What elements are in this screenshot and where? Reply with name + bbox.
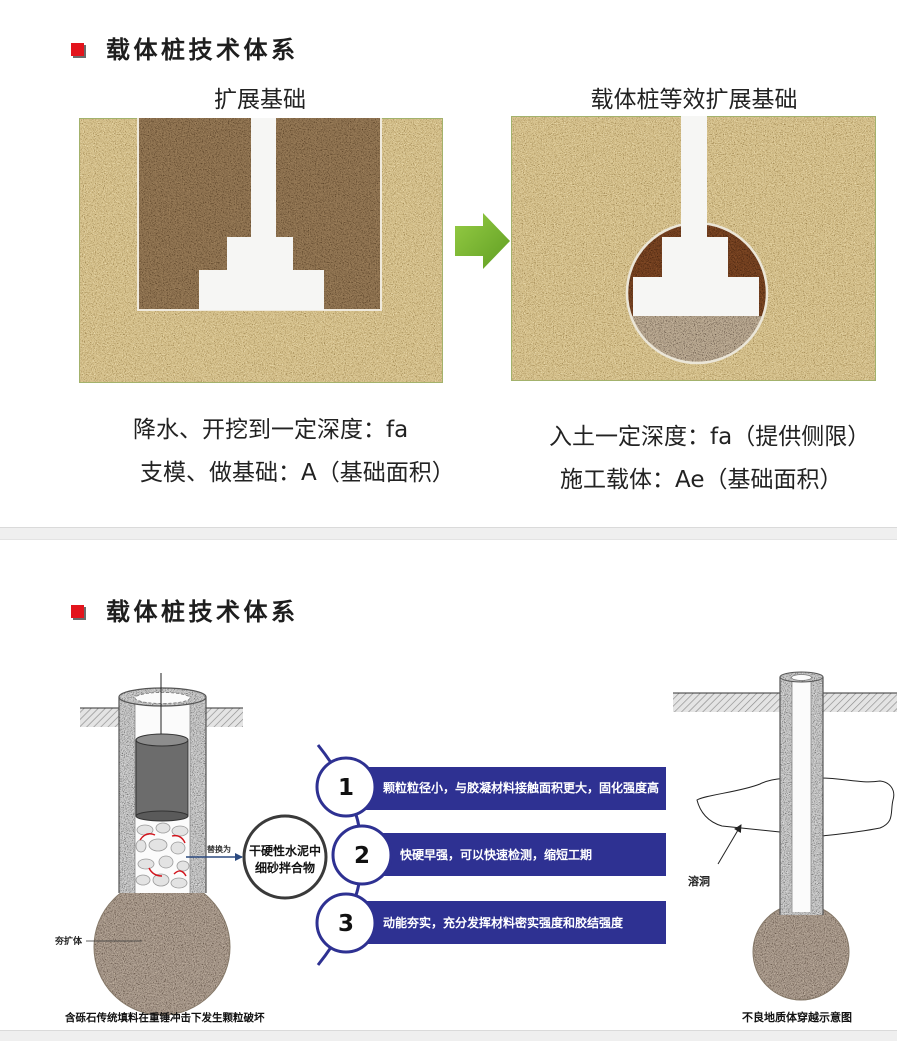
feature-number-badge-1 bbox=[315, 756, 377, 818]
green-right-arrow-icon bbox=[455, 213, 510, 269]
gravel-particle bbox=[155, 822, 171, 834]
feature-bar-1 bbox=[360, 767, 666, 810]
gravel-particle bbox=[152, 873, 170, 887]
gravel-particle bbox=[135, 874, 151, 886]
callout-line-2: 细砂拌合物 bbox=[255, 860, 315, 875]
slide-separator bbox=[0, 527, 897, 539]
foundation-column bbox=[251, 118, 276, 239]
casing-top-rim-outline bbox=[118, 687, 207, 707]
particle-crack bbox=[173, 870, 187, 877]
gravel-particle bbox=[176, 860, 190, 872]
gravel-particle bbox=[148, 838, 168, 852]
crushed-gravel-fill bbox=[135, 822, 190, 889]
feature-bar-2 bbox=[376, 833, 666, 876]
right-panel-caption-line-2: 施工载体：Ae（基础面积） bbox=[560, 467, 843, 493]
drop-hammer-bottom bbox=[135, 810, 189, 822]
casing-top-rim-outline bbox=[779, 671, 824, 683]
ground-surface-right bbox=[823, 693, 897, 712]
callout-line-1: 干硬性水泥中 bbox=[249, 843, 321, 858]
foundation-footing bbox=[199, 270, 324, 310]
spread-foundation-diagram bbox=[79, 118, 443, 383]
gravel-particle bbox=[158, 855, 174, 869]
ground-surface-left bbox=[673, 693, 780, 712]
feature-number-badge-2 bbox=[331, 824, 393, 886]
bulb-label: 夯扩体 bbox=[54, 935, 83, 947]
right-panel-caption-line-1: 入土一定深度：fa（提供侧限） bbox=[549, 424, 871, 450]
gravel-particle bbox=[137, 858, 155, 870]
right-diagram-caption: 不良地质体穿越示意图 bbox=[742, 1010, 852, 1024]
drop-hammer bbox=[135, 739, 189, 817]
gravel-particle bbox=[171, 825, 189, 837]
drop-hammer-top bbox=[135, 733, 189, 747]
rammed-bulb bbox=[94, 879, 230, 1015]
casing-hollow bbox=[792, 680, 811, 912]
casing-top-opening bbox=[134, 692, 191, 704]
casing-top-opening bbox=[791, 674, 812, 681]
ground-surface-left bbox=[80, 708, 119, 727]
red-square-bullet-icon bbox=[71, 43, 84, 56]
slide-title: 载体桩技术体系 bbox=[106, 597, 299, 626]
left-panel-heading: 扩展基础 bbox=[214, 87, 306, 113]
particle-crack bbox=[139, 833, 156, 841]
replacement-arrow-label: 替换为 bbox=[207, 844, 231, 854]
gravel-particle bbox=[135, 839, 147, 853]
karst-crossing-diagram: 溶洞 不良地质体穿越示意图 bbox=[673, 671, 897, 1024]
casing-hollow-edge bbox=[791, 680, 812, 912]
pile-cap-footing bbox=[633, 277, 759, 316]
cave-label: 溶洞 bbox=[688, 874, 710, 888]
ground-surface-right bbox=[206, 708, 243, 727]
feature-number-2: 2 bbox=[354, 843, 370, 869]
slide-title: 载体桩技术体系 bbox=[106, 35, 299, 64]
red-square-bullet-icon bbox=[71, 605, 84, 618]
feature-list: 1 2 3 颗粒粒径小，与胶凝材料接触面积更大，固化强度高 快硬早强，可以快速检… bbox=[315, 744, 666, 966]
right-panel-heading: 载体桩等效扩展基础 bbox=[590, 87, 798, 113]
feature-text-3: 动能夯实，充分发挥材料密实强度和胶结强度 bbox=[383, 915, 624, 930]
particle-crack bbox=[148, 867, 163, 877]
slide-bottom-border bbox=[0, 1030, 897, 1041]
feature-number-badge-3 bbox=[315, 892, 377, 954]
feature-bar-3 bbox=[360, 901, 666, 944]
left-panel-caption-line-2: 支模、做基础：A（基础面积） bbox=[140, 460, 455, 486]
casing-hollow-edge bbox=[134, 699, 191, 893]
gravel-particle bbox=[170, 877, 188, 889]
pile-casing-edge bbox=[118, 697, 207, 893]
particle-crack bbox=[171, 834, 186, 844]
feature-number-1: 1 bbox=[338, 775, 354, 801]
pile-casing-edge bbox=[779, 677, 824, 915]
cave-pointer-arrow bbox=[717, 824, 742, 865]
feature-text-1: 颗粒粒径小，与胶凝材料接触面积更大，固化强度高 bbox=[383, 780, 659, 795]
foundation-step bbox=[227, 237, 293, 271]
pile-shaft bbox=[681, 116, 707, 238]
replacement-material-callout bbox=[242, 814, 328, 900]
pile-bulb bbox=[753, 904, 849, 1000]
rammed-pile-diagram: 夯扩体 替换为 干硬性水泥中 细砂拌合物 含砾石传统填料在重锤冲击下发生颗粒破坏 bbox=[54, 673, 328, 1024]
pile-cap-step bbox=[662, 237, 728, 278]
load-bearing-pile-equivalent-diagram bbox=[511, 116, 876, 381]
gravel-particle bbox=[170, 841, 186, 855]
feature-number-3: 3 bbox=[338, 911, 354, 937]
left-diagram-caption: 含砾石传统填料在重锤冲击下发生颗粒破坏 bbox=[65, 1011, 265, 1024]
feature-text-2: 快硬早强，可以快速检测，缩短工期 bbox=[400, 847, 592, 862]
left-panel-caption-line-1: 降水、开挖到一定深度：fa bbox=[133, 417, 409, 443]
